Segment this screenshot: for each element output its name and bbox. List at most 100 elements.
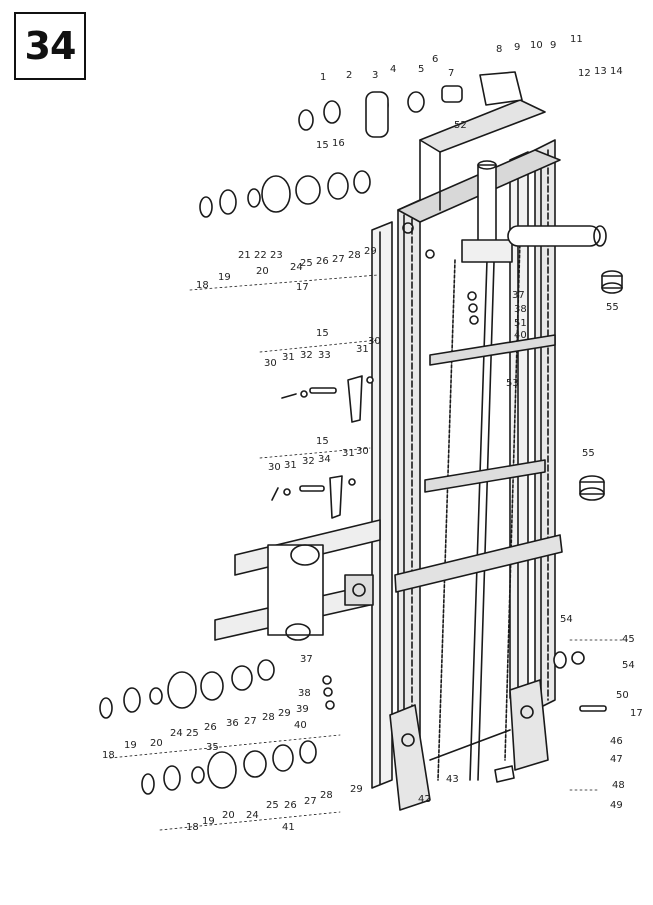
callout-30: 30 — [268, 462, 281, 473]
callout-43: 43 — [446, 774, 459, 785]
right-small-parts — [494, 651, 607, 783]
callout-28: 28 — [348, 250, 361, 261]
callout-13: 13 — [594, 66, 607, 77]
callout-32: 32 — [302, 456, 315, 467]
fork-carriage — [214, 519, 381, 641]
callout-30: 30 — [368, 336, 381, 347]
callout-26: 26 — [204, 722, 217, 733]
callout-52: 52 — [454, 120, 467, 131]
callout-19: 19 — [202, 816, 215, 827]
callout-40: 40 — [514, 330, 527, 341]
callout-9: 9 — [550, 40, 556, 51]
mast-bottom-plates — [389, 679, 549, 811]
callout-7: 7 — [448, 68, 454, 79]
callout-18: 18 — [196, 280, 209, 291]
callout-15: 15 — [316, 328, 329, 339]
callout-29: 29 — [278, 708, 291, 719]
callout-31: 31 — [342, 448, 355, 459]
leader-lines — [109, 274, 631, 831]
callout-26: 26 — [316, 256, 329, 267]
callout-38: 38 — [298, 688, 311, 699]
callout-25: 25 — [186, 728, 199, 739]
callout-39: 39 — [296, 704, 309, 715]
callout-25: 25 — [266, 800, 279, 811]
callout-54: 54 — [622, 660, 635, 671]
callout-22: 22 — [254, 250, 267, 261]
bushing-55 — [579, 270, 623, 501]
callout-29: 29 — [364, 246, 377, 257]
callout-17: 17 — [296, 282, 309, 293]
page-number-box: 34 — [14, 12, 86, 80]
callout-19: 19 — [124, 740, 137, 751]
callout-24: 24 — [290, 262, 303, 273]
callout-20: 20 — [150, 738, 163, 749]
callout-1: 1 — [320, 72, 326, 83]
callout-27: 27 — [304, 796, 317, 807]
callout-35: 35 — [206, 742, 219, 753]
callout-28: 28 — [320, 790, 333, 801]
callout-9: 9 — [514, 42, 520, 53]
callout-32: 32 — [300, 350, 313, 361]
callout-20: 20 — [222, 810, 235, 821]
callout-21: 21 — [238, 250, 251, 261]
callout-55: 55 — [582, 448, 595, 459]
callout-55: 55 — [606, 302, 619, 313]
callout-26: 26 — [284, 800, 297, 811]
callout-2: 2 — [346, 70, 352, 81]
callout-42: 42 — [418, 794, 431, 805]
callout-37: 37 — [512, 290, 525, 301]
callout-23: 23 — [270, 250, 283, 261]
callout-28: 28 — [262, 712, 275, 723]
callout-37: 37 — [300, 654, 313, 665]
page-number: 34 — [24, 24, 77, 68]
callout-53: 53 — [506, 378, 519, 389]
callout-20: 20 — [256, 266, 269, 277]
callout-30: 30 — [356, 446, 369, 457]
callout-24: 24 — [170, 728, 183, 739]
lift-chains — [437, 239, 521, 781]
callout-27: 27 — [244, 716, 257, 727]
callout-6: 6 — [432, 54, 438, 65]
callout-48: 48 — [612, 780, 625, 791]
callout-29: 29 — [350, 784, 363, 795]
callout-3: 3 — [372, 70, 378, 81]
callout-38: 38 — [514, 304, 527, 315]
tilt-pivot-shaft — [507, 225, 607, 247]
callout-15: 15 — [316, 140, 329, 151]
callout-19: 19 — [218, 272, 231, 283]
callout-36: 36 — [226, 718, 239, 729]
chain-anchor-pin-groups — [271, 375, 374, 519]
callout-8: 8 — [496, 44, 502, 55]
callout-47: 47 — [610, 754, 623, 765]
callout-33: 33 — [318, 350, 331, 361]
callout-15: 15 — [316, 436, 329, 447]
callout-18: 18 — [186, 822, 199, 833]
callout-40: 40 — [294, 720, 307, 731]
callout-24: 24 — [246, 810, 259, 821]
callout-41: 41 — [282, 822, 295, 833]
callout-17: 17 — [630, 708, 643, 719]
callout-46: 46 — [610, 736, 623, 747]
callout-16: 16 — [332, 138, 345, 149]
callout-51: 51 — [514, 318, 527, 329]
callout-49: 49 — [610, 800, 623, 811]
callout-45: 45 — [622, 634, 635, 645]
callout-11: 11 — [570, 34, 583, 45]
mast-outer-left-rail — [397, 199, 421, 791]
mast-tie-bars — [394, 334, 563, 593]
callout-54: 54 — [560, 614, 573, 625]
callout-14: 14 — [610, 66, 623, 77]
callout-12: 12 — [578, 68, 591, 79]
upper-roller-parts — [199, 71, 523, 218]
callout-25: 25 — [300, 258, 313, 269]
callout-34: 34 — [318, 454, 331, 465]
callout-4: 4 — [390, 64, 396, 75]
lift-cylinder — [461, 160, 513, 781]
callout-5: 5 — [418, 64, 424, 75]
callout-18: 18 — [102, 750, 115, 761]
callout-27: 27 — [332, 254, 345, 265]
callout-30: 30 — [264, 358, 277, 369]
callout-31: 31 — [356, 344, 369, 355]
callout-31: 31 — [284, 460, 297, 471]
